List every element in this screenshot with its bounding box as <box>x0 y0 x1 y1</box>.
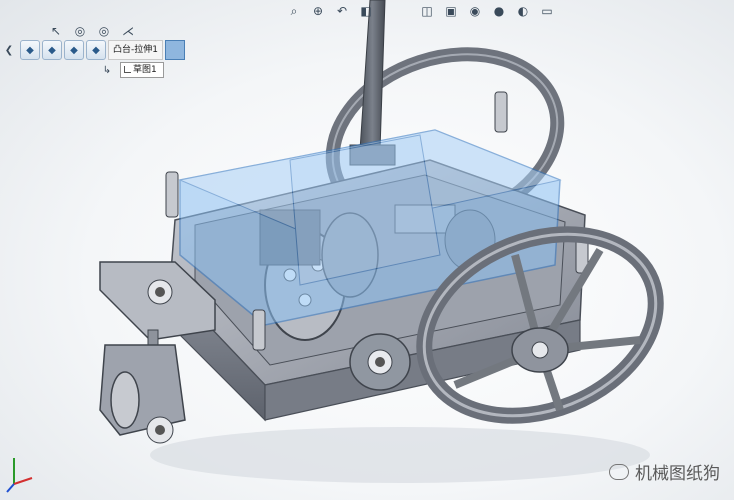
selected-face-icon[interactable] <box>164 40 185 60</box>
zoom-fit-icon[interactable]: ⌕ <box>290 3 298 18</box>
breadcrumb-feature-label[interactable]: 凸台-拉伸1 <box>108 40 163 60</box>
view-settings-icon[interactable]: ▭ <box>541 4 553 18</box>
caster-assembly <box>99 261 216 444</box>
previous-view-icon[interactable]: ↶ <box>336 4 348 18</box>
breadcrumb: ❮ ◆ ◆ ◆ ◆ 凸台-拉伸1 <box>0 40 185 60</box>
feature-icon[interactable]: ◆ <box>64 40 84 60</box>
front-bearing <box>349 333 411 391</box>
selection-filter-bar: ↖ ◎ ◎ ⋌ <box>44 22 140 40</box>
filter-vertices-icon[interactable]: ⋌ <box>122 24 134 38</box>
display-style-icon[interactable]: ▣ <box>445 4 457 18</box>
filter-edges-icon[interactable]: ◎ <box>74 24 86 38</box>
cursor-icon[interactable]: ↖ <box>50 24 62 38</box>
body-icon[interactable]: ◆ <box>42 40 62 60</box>
arrow-left-icon[interactable]: ❮ <box>4 44 14 56</box>
view-orientation-icon[interactable]: ◫ <box>421 4 433 18</box>
part-icon[interactable]: ◆ <box>20 40 40 60</box>
zoom-area-icon[interactable]: ⊕ <box>312 4 324 18</box>
watermark: 机械图纸狗 <box>609 459 720 484</box>
coordinate-triad-icon <box>6 458 33 493</box>
sketch-node[interactable]: ↳ 草图1 <box>98 62 164 78</box>
apply-scene-icon[interactable]: ◐ <box>517 4 529 18</box>
edit-appearance-icon[interactable]: ● <box>493 4 505 18</box>
watermark-text: 机械图纸狗 <box>635 464 720 484</box>
heads-up-view-toolbar: ⌕ ⊕ ↶ ◧ ◫ ▣ ◉ ● ◐ ▭ <box>282 2 559 20</box>
sketch-cursor-icon: ↳ <box>102 64 112 76</box>
section-view-icon[interactable]: ◧ <box>360 4 372 18</box>
front-handwheel <box>416 226 664 424</box>
sketch-label[interactable]: 草图1 <box>120 62 164 78</box>
filter-faces-icon[interactable]: ◎ <box>98 24 110 38</box>
floor-shadow <box>150 427 650 483</box>
hide-show-icon[interactable]: ◉ <box>469 4 481 18</box>
wechat-logo-icon <box>609 463 629 480</box>
extrude-icon[interactable]: ◆ <box>86 40 106 60</box>
